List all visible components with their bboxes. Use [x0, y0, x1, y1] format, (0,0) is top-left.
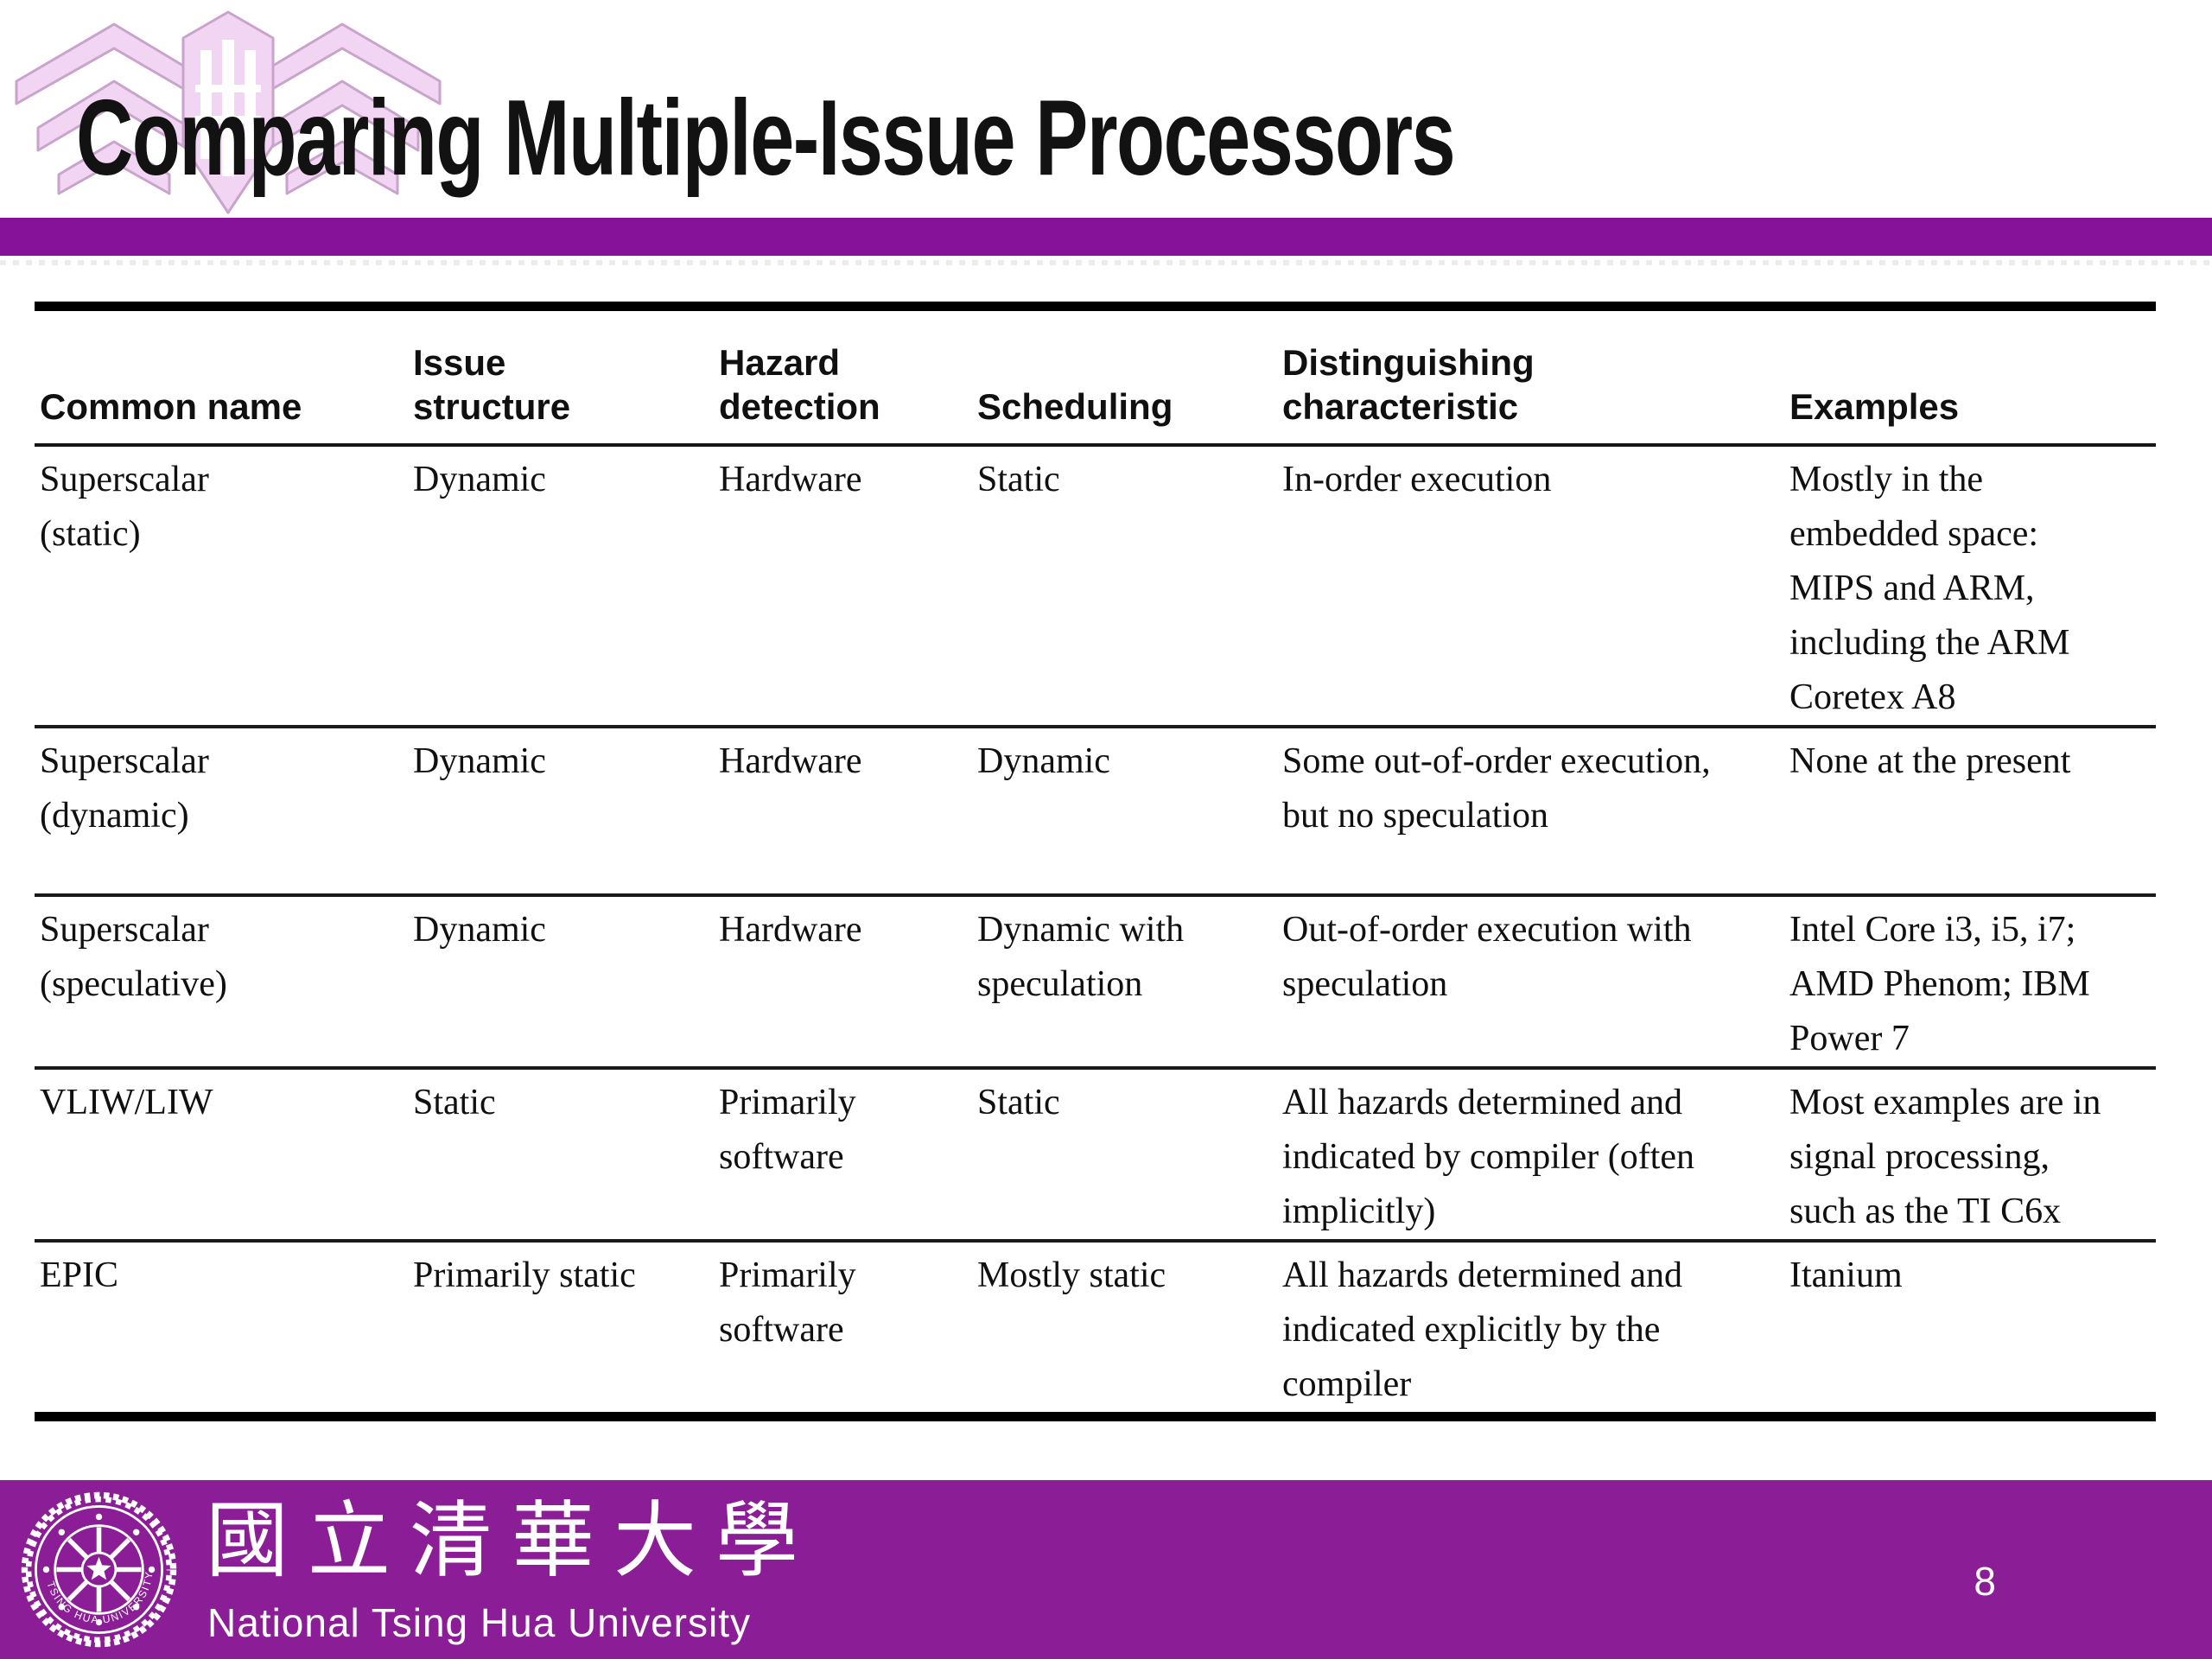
- university-name-chinese: 國立清華大學: [206, 1492, 817, 1589]
- table-row: EPIC Primarily static Primarily software…: [35, 1240, 2156, 1417]
- university-name-english: National Tsing Hua University: [207, 1600, 751, 1645]
- speckle-line: [0, 260, 2212, 265]
- accent-bar: [0, 218, 2212, 256]
- table-row: Superscalar (dynamic) Dynamic Hardware D…: [35, 726, 2156, 895]
- table-header-row: Common name Issue structure Hazard detec…: [35, 306, 2156, 447]
- footer-band: TSING HUA UNIVERSITY 國立清華大學 National Tsi…: [0, 1480, 2212, 1659]
- col-header-issue-structure: Issue structure: [408, 306, 714, 447]
- nthu-emblem-watermark-icon: [15, 10, 442, 214]
- processor-comparison-table: Common name Issue structure Hazard detec…: [35, 302, 2156, 1421]
- col-header-scheduling: Scheduling: [972, 306, 1277, 447]
- col-header-hazard-detection: Hazard detection: [714, 306, 972, 447]
- col-header-distinguishing-characteristic: Distinguishing characteristic: [1277, 306, 1784, 447]
- table-row: Superscalar (static) Dynamic Hardware St…: [40, 459, 2070, 717]
- table-row: Superscalar (speculative) Dynamic Hardwa…: [35, 894, 2156, 1068]
- page-title: Comparing Multiple-Issue Processors: [76, 79, 1456, 198]
- page-number: 8: [1974, 1559, 1996, 1604]
- table-row: VLIW/LIW Static Primarily software Stati…: [35, 1067, 2156, 1241]
- col-header-examples: Examples: [1784, 306, 2156, 447]
- col-header-common-name: Common name: [35, 306, 408, 447]
- nthu-seal-icon: TSING HUA UNIVERSITY: [21, 1491, 177, 1648]
